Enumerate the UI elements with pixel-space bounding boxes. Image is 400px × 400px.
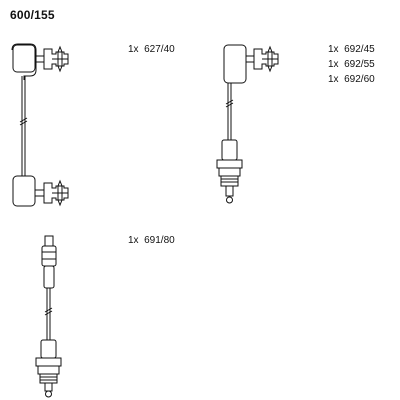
part-code: 691/80 — [144, 235, 175, 246]
cable-627-40 — [11, 43, 69, 207]
part-label-692-45: 1x 692/45 — [328, 42, 375, 57]
part-qty: 1x — [328, 59, 339, 70]
part-label-692-60: 1x 692/60 — [328, 72, 375, 87]
part-label-627-40: 1x 627/40 — [128, 42, 175, 57]
part-label-692-55: 1x 692/55 — [328, 57, 375, 72]
part-code: 692/45 — [344, 44, 375, 55]
part-code: 692/60 — [344, 74, 375, 85]
part-code: 627/40 — [144, 44, 175, 55]
part-qty: 1x — [128, 235, 139, 246]
part-code: 692/55 — [344, 59, 375, 70]
part-qty: 1x — [328, 74, 339, 85]
part-label-691-80: 1x 691/80 — [128, 233, 175, 248]
cable-692 — [216, 44, 279, 204]
part-qty: 1x — [128, 44, 139, 55]
cable-691-80 — [35, 235, 62, 398]
part-qty: 1x — [328, 44, 339, 55]
kit-number: 600/155 — [10, 8, 55, 22]
